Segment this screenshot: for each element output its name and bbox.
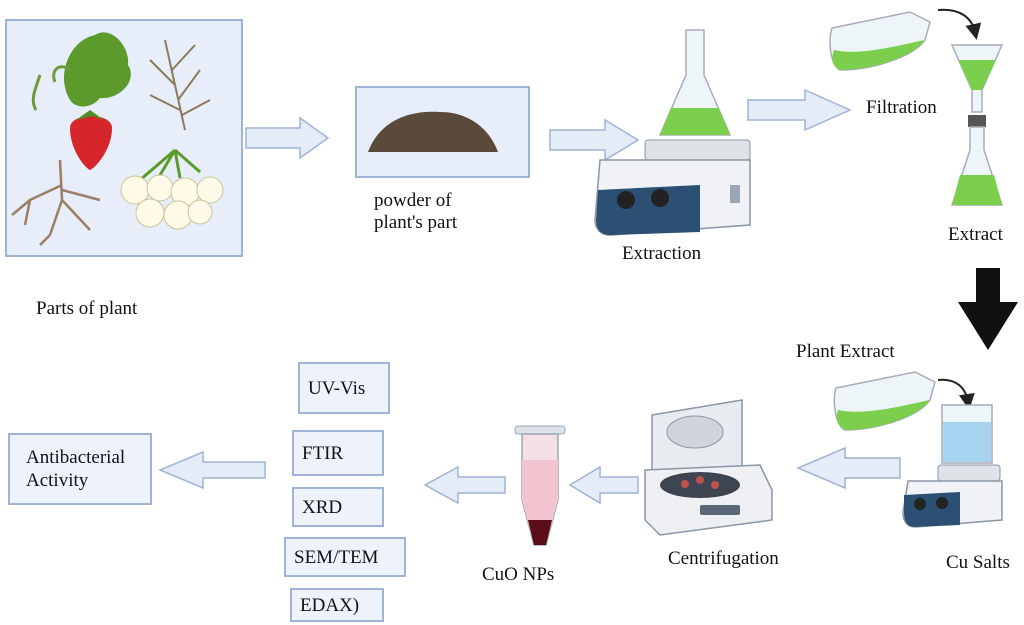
pouring-flask-cu-icon xyxy=(833,371,975,431)
arrow-tube-to-characterization xyxy=(423,465,506,505)
centrifugation-label: Centrifugation xyxy=(668,548,779,569)
char-box-edax: EDAX) xyxy=(290,588,384,622)
powder-pile-icon xyxy=(368,111,498,152)
pouring-flask-icon xyxy=(829,8,982,71)
filtration-label: Filtration xyxy=(866,97,937,118)
branch-icon xyxy=(149,39,211,131)
arrow-centrifuge-to-tube xyxy=(568,465,639,505)
tube-icon xyxy=(514,425,566,546)
extraction-label: Extraction xyxy=(622,243,702,264)
arrow-extraction-to-filtration xyxy=(747,88,852,132)
roots-icon xyxy=(11,159,101,246)
cu-salts-label: Cu Salts xyxy=(946,552,1010,573)
arrow-extract-to-synthesis xyxy=(958,268,1018,350)
strawberry-icon xyxy=(70,110,112,170)
char-box-xrd: XRD xyxy=(292,487,384,527)
antibacterial-box: Antibacterial Activity xyxy=(8,433,152,505)
arrow-powder-to-extraction xyxy=(549,118,640,162)
powder-label-line1: powder of xyxy=(374,190,452,211)
leaf-icon xyxy=(31,32,131,111)
antibacterial-label-line1: Antibacterial xyxy=(26,447,126,468)
plant-extract-label: Plant Extract xyxy=(796,341,895,362)
arrow-plant-to-powder xyxy=(245,116,330,160)
arrow-characterization-to-antibacterial xyxy=(158,450,266,490)
char-box-ftir: FTIR xyxy=(292,430,384,476)
char-box-uv-vis: UV-Vis xyxy=(298,362,390,414)
centrifuge-icon xyxy=(644,399,773,536)
hot-plate-flask-icon xyxy=(594,29,751,236)
cuo-nps-label: CuO NPs xyxy=(482,564,555,585)
antibacterial-label-line2: Activity xyxy=(26,470,89,491)
char-box-sem-tem: SEM/TEM xyxy=(284,537,406,577)
funnel-flask-icon xyxy=(950,44,1004,206)
hot-plate-beaker-icon xyxy=(902,404,1003,528)
powder-label-line2: plant's part xyxy=(374,212,458,233)
arrow-cu-to-centrifuge xyxy=(796,446,901,490)
flower-cluster-icon xyxy=(120,148,224,230)
extract-label: Extract xyxy=(948,224,1003,245)
parts-of-plant-label: Parts of plant xyxy=(36,298,138,319)
